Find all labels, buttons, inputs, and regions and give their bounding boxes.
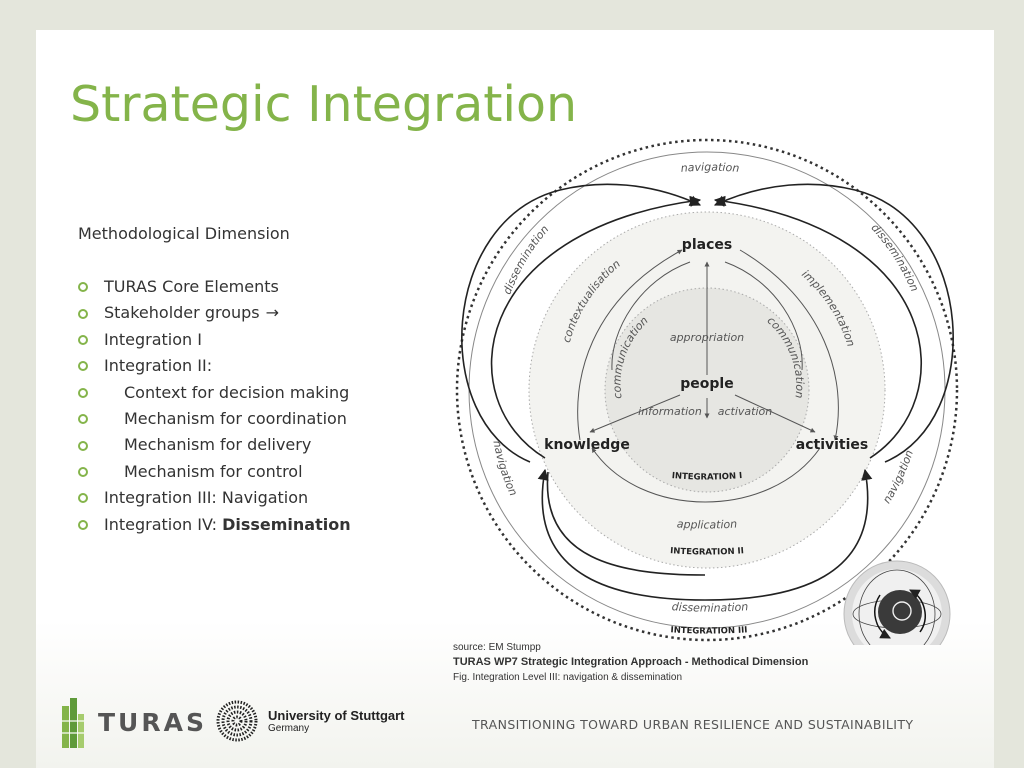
sphere-icon	[843, 560, 951, 645]
bottom-dissemination-arrow	[537, 468, 873, 601]
turas-building-icon	[62, 698, 84, 748]
label-navigation-top: navigation	[680, 161, 740, 175]
integration-i-ring	[604, 287, 810, 493]
slide-subtitle: Methodological Dimension	[78, 224, 290, 243]
bullet-list: TURAS Core Elements Stakeholder groups→ …	[78, 274, 351, 538]
diagram-nodes: places people knowledge activities	[544, 237, 868, 453]
bullet-icon	[78, 440, 88, 451]
bullet-item: Mechanism for control	[78, 459, 351, 485]
bullet-item: Context for decision making	[78, 380, 351, 406]
label-navigation-right: navigation	[880, 448, 916, 505]
inner-arc-right	[724, 261, 803, 371]
node-activities: activities	[796, 437, 868, 453]
bullet-icon	[78, 361, 88, 372]
knowledge-to-places-arrow	[577, 249, 683, 441]
arrow-right-icon: →	[265, 303, 280, 323]
figure-caption: Fig. Integration Level III: navigation &…	[453, 672, 683, 683]
bullet-item: TURAS Core Elements	[78, 274, 351, 300]
outer-dotted-ring	[455, 138, 959, 642]
university-country: Germany	[268, 723, 310, 734]
figure-title: TURAS WP7 Strategic Integration Approach…	[453, 656, 809, 668]
people-to-knowledge-arrow	[589, 394, 681, 433]
right-navigation-loop-arrow	[713, 183, 954, 463]
university-logo: University of Stuttgart Germany	[216, 700, 405, 742]
bullet-item: Mechanism for delivery	[78, 432, 351, 458]
bullet-icon	[78, 334, 88, 345]
bullet-text: Mechanism for control	[124, 461, 303, 481]
source-credit: source: EM Stumpp	[453, 642, 541, 653]
places-to-activities-arrow	[739, 249, 839, 441]
left-navigation-loop-arrow	[461, 183, 702, 463]
node-knowledge: knowledge	[544, 437, 630, 453]
people-to-activities-arrow	[734, 394, 816, 433]
bullet-icon	[78, 414, 88, 425]
bullet-icon	[78, 466, 88, 477]
bullet-item: Integration I	[78, 327, 351, 353]
inner-arc-left	[611, 261, 691, 371]
bullet-item: Mechanism for coordination	[78, 406, 351, 432]
turas-wordmark: TURAS	[98, 707, 207, 737]
university-name: University of Stuttgart	[268, 708, 405, 723]
diagram-integration-levels: INTEGRATION I INTEGRATION II INTEGRATION…	[670, 471, 748, 637]
bullet-text: Mechanism for coordination	[124, 408, 347, 428]
activities-to-places-outer-arrow	[713, 195, 922, 459]
integration-diagram: places people knowledge activities navig…	[455, 138, 959, 645]
slide-title: Strategic Integration	[70, 76, 578, 133]
bullet-text: Stakeholder groups	[104, 303, 260, 323]
label-application: application	[676, 517, 737, 531]
bullet-icon	[78, 387, 88, 398]
bullet-item: Integration IV: Dissemination	[78, 512, 351, 538]
label-integration-ii: INTEGRATION II	[670, 546, 744, 557]
bullet-item: Integration III: Navigation	[78, 485, 351, 511]
node-places: places	[682, 237, 732, 253]
label-navigation-left: navigation	[490, 439, 520, 497]
bullet-text: Integration I	[104, 329, 202, 349]
node-people: people	[680, 376, 733, 392]
label-dissemination-bottom: dissemination	[671, 600, 748, 614]
bullet-icon	[78, 308, 88, 319]
knowledge-to-places-outer-arrow	[490, 195, 702, 459]
diagram-outer-arrows	[461, 183, 954, 601]
bullet-text: Context for decision making	[124, 382, 350, 402]
bullet-icon	[78, 493, 88, 504]
bottom-inner-arc	[546, 471, 706, 576]
label-appropriation: appropriation	[670, 331, 744, 344]
bullet-text: Integration III: Navigation	[104, 488, 309, 508]
bullet-item: Stakeholder groups→	[78, 300, 351, 326]
bullet-text: Integration IV: Dissemination	[104, 512, 351, 538]
label-activation: activation	[718, 405, 773, 418]
bullet-text: Mechanism for delivery	[124, 435, 312, 455]
footer-tagline: TRANSITIONING TOWARD URBAN RESILIENCE AN…	[472, 717, 914, 732]
bullet-text-bold: Dissemination	[222, 514, 351, 534]
bullet-icon	[78, 282, 88, 293]
bullet-item: Integration II:	[78, 353, 351, 379]
bullet-icon	[78, 519, 88, 530]
university-emblem-icon	[216, 700, 258, 742]
turas-logo: TURAS	[60, 696, 207, 748]
label-integration-i: INTEGRATION I	[671, 471, 742, 483]
bullet-text: TURAS Core Elements	[104, 277, 279, 296]
bullet-text-plain: Integration IV:	[104, 514, 223, 534]
label-integration-iii: INTEGRATION III	[670, 625, 748, 636]
label-information: information	[638, 405, 702, 418]
label-dissemination-right: dissemination	[868, 221, 921, 293]
bullet-text: Integration II:	[104, 356, 213, 376]
